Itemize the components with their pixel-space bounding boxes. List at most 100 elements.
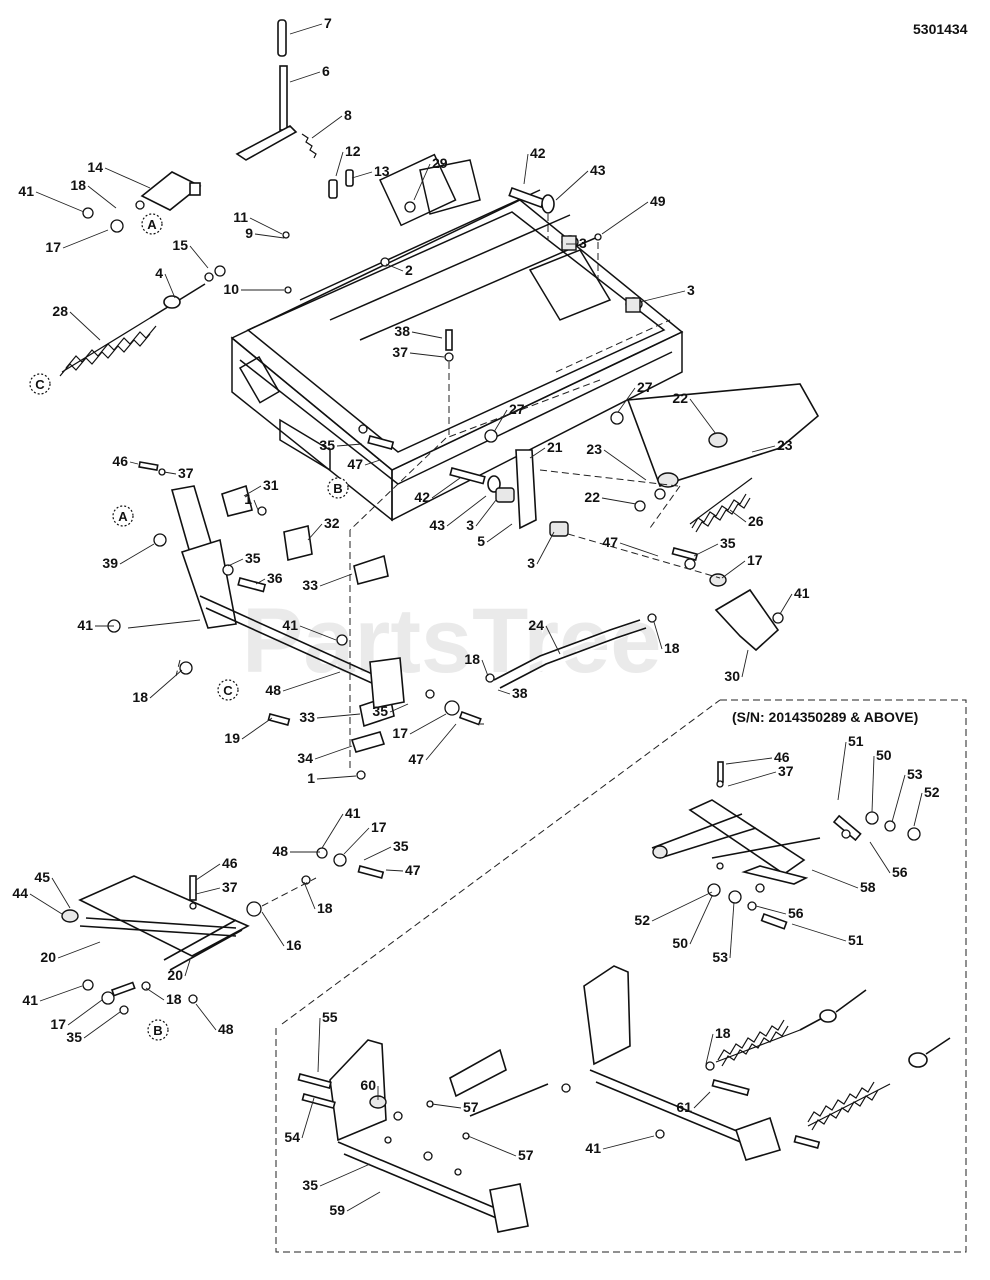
callout-label: 23 — [586, 441, 602, 457]
callout-label: 20 — [167, 967, 183, 983]
callout-leader — [336, 443, 363, 447]
callout-leader — [346, 1191, 381, 1212]
callout-label: 58 — [860, 879, 876, 895]
callout-leader — [35, 191, 85, 213]
callout-label: 1 — [244, 491, 252, 507]
callout-label: 10 — [223, 281, 239, 297]
lift-assembly-59 — [297, 1039, 549, 1233]
reference-letter: C — [217, 679, 239, 701]
callout-leader — [601, 497, 637, 505]
callout-label: 17 — [747, 552, 763, 568]
callout-label: 18 — [464, 651, 480, 667]
callout-leader — [389, 703, 409, 713]
callout-label: 59 — [329, 1202, 345, 1218]
callout-label: 51 — [848, 733, 864, 749]
svg-text:A: A — [118, 509, 128, 524]
callout-label: 3 — [527, 555, 535, 571]
callout-label: 42 — [414, 489, 430, 505]
bolt-42-mid — [449, 467, 569, 537]
bolt-38 — [444, 329, 454, 438]
callout-leader — [335, 151, 344, 177]
callout-label: 41 — [585, 1140, 601, 1156]
callout-leader — [869, 841, 891, 874]
svg-text:A: A — [147, 217, 157, 232]
callout-label: 3 — [687, 282, 695, 298]
callout-leader — [282, 671, 341, 692]
dashed-leaders — [175, 319, 671, 770]
callout-leader — [545, 625, 561, 655]
callout-label: 3 — [579, 235, 587, 251]
callout-label: 36 — [267, 570, 283, 586]
callout-leader — [446, 495, 487, 527]
callout-label: 12 — [345, 143, 361, 159]
right-lever-assembly — [484, 383, 820, 533]
callout-label: 18 — [715, 1025, 731, 1041]
callout-label: 42 — [530, 145, 546, 161]
callout-leader — [693, 543, 719, 557]
callout-leader — [316, 775, 357, 780]
dashed-reference-line — [281, 699, 721, 1025]
callout-leader — [467, 1135, 517, 1157]
callout-label: 1 — [307, 770, 315, 786]
callout-label: 3 — [466, 517, 474, 533]
watermark: PartsTree — [242, 590, 661, 692]
callout-leader — [486, 523, 513, 543]
svg-text:B: B — [153, 1023, 162, 1038]
callout-label: 56 — [788, 905, 804, 921]
callout-leader — [163, 471, 177, 475]
callout-label: 49 — [650, 193, 666, 209]
svg-text:B: B — [333, 481, 342, 496]
callout-label: 46 — [112, 453, 128, 469]
bushings-3 — [561, 235, 643, 313]
callout-leader — [145, 987, 165, 1001]
callout-label: 48 — [272, 843, 288, 859]
callout-label: 18 — [166, 991, 182, 1007]
callout-label: 47 — [602, 534, 618, 550]
callout-label: 50 — [672, 935, 688, 951]
callout-leader — [87, 185, 117, 209]
callout-leader — [431, 477, 461, 499]
callout-leader — [481, 659, 489, 677]
callout-label: 50 — [876, 747, 892, 763]
callout-label: 23 — [777, 437, 793, 453]
callout-leader — [364, 459, 381, 466]
callout-leader — [617, 387, 636, 413]
callout-label: 41 — [18, 183, 34, 199]
callout-label: 17 — [45, 239, 61, 255]
callout-label: 47 — [347, 456, 363, 472]
callout-leader — [189, 245, 209, 269]
callout-label: 14 — [87, 159, 103, 175]
callout-leader — [639, 290, 686, 303]
callout-leader — [385, 263, 404, 272]
callout-leader — [289, 71, 321, 83]
callout-label: 6 — [322, 63, 330, 79]
callout-label: 8 — [344, 107, 352, 123]
callout-leader — [497, 689, 511, 695]
callout-leader — [409, 352, 445, 358]
callout-label: 18 — [317, 900, 333, 916]
callout-leader — [751, 445, 776, 453]
callout-label: 13 — [374, 163, 390, 179]
callout-leader — [653, 621, 663, 650]
frame-assembly — [230, 153, 684, 522]
bolt-42-washer-43 — [508, 186, 602, 280]
callout-leader — [301, 1097, 315, 1139]
callout-label: 30 — [724, 668, 740, 684]
reference-letter: B — [327, 477, 349, 499]
callout-label: 54 — [284, 1129, 300, 1145]
callout-label: 21 — [547, 439, 563, 455]
callout-leader — [83, 1011, 121, 1039]
callout-label: 52 — [634, 912, 650, 928]
callout-leader — [651, 891, 713, 922]
callout-label: 41 — [77, 617, 93, 633]
callout-label: 47 — [408, 751, 424, 767]
callout-label: 28 — [52, 303, 68, 319]
callout-leader — [104, 167, 151, 189]
plate-assembly-58 — [651, 761, 921, 930]
callout-label: 53 — [712, 949, 728, 965]
callout-leader — [62, 229, 109, 249]
callout-leader — [523, 153, 529, 185]
callout-leader — [343, 827, 370, 855]
callout-label: 41 — [345, 805, 361, 821]
callout-label: 41 — [282, 617, 298, 633]
